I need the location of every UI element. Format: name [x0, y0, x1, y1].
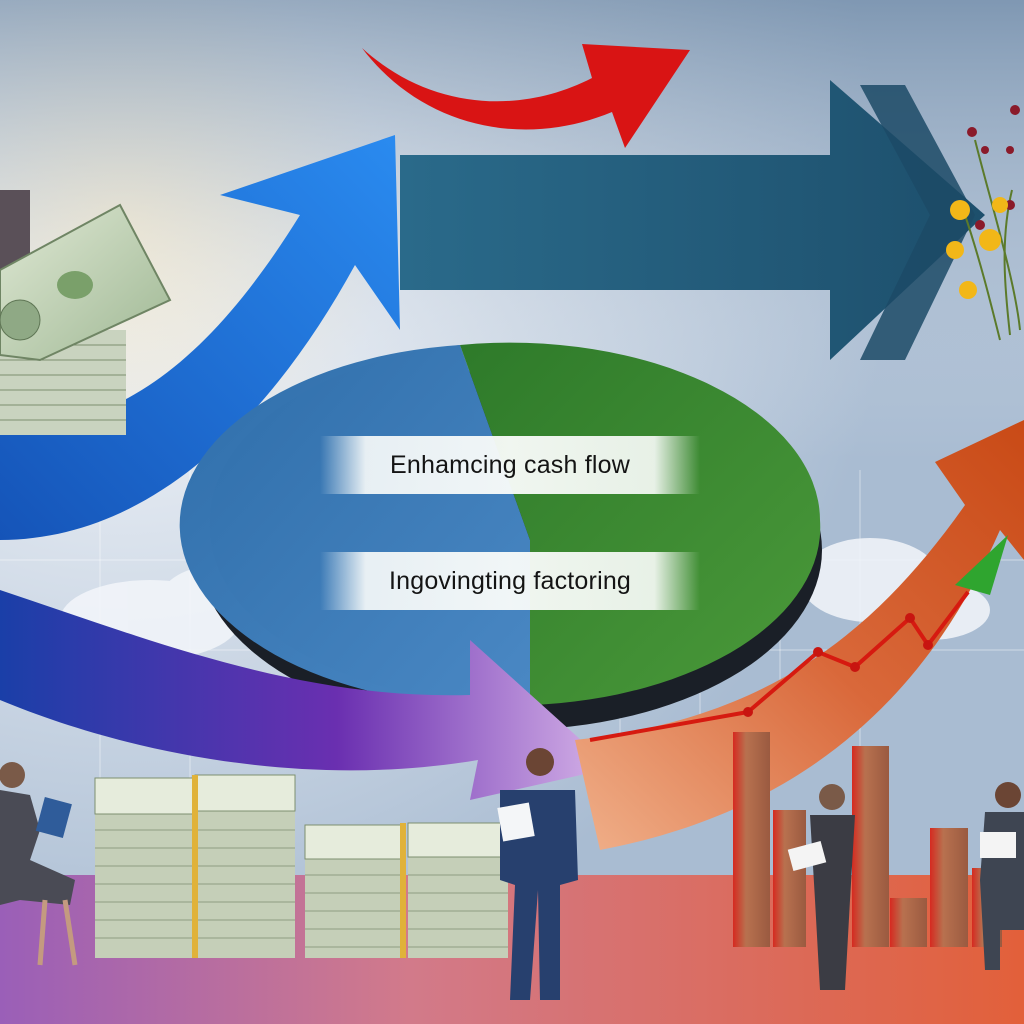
flower-bouquet-icon	[946, 105, 1021, 341]
orange-arrow	[575, 420, 1024, 850]
caption-enhancing-cash-flow: Enhamcing cash flow	[320, 436, 700, 494]
caption-factoring: Ingovingting factoring	[320, 552, 700, 610]
businessperson-icon	[787, 784, 855, 990]
purple-arrow	[0, 590, 612, 800]
red-arrow	[362, 44, 690, 148]
bar-chart-icon	[733, 732, 1002, 947]
banknote-stack-icon	[94, 774, 509, 958]
teal-arrow	[400, 80, 985, 360]
businessperson-icon	[980, 782, 1024, 970]
businessperson-icon	[497, 748, 578, 1000]
banknote-stack-icon	[0, 190, 172, 435]
blue-arrow	[0, 135, 400, 540]
businessperson-icon	[0, 762, 78, 966]
line-chart-icon	[589, 535, 1008, 742]
